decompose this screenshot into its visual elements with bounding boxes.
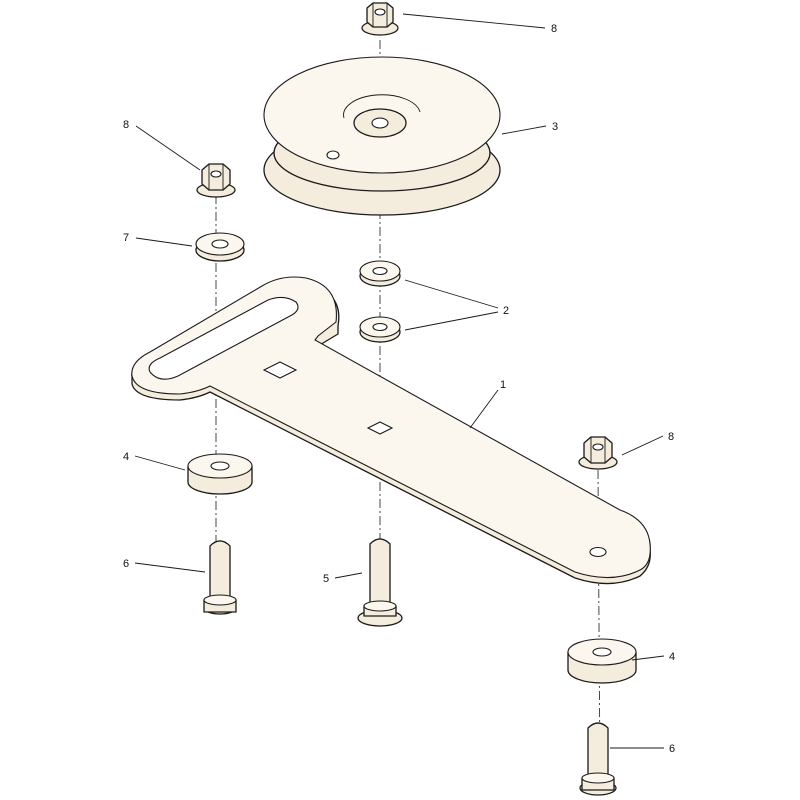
flange-nut-left	[196, 163, 236, 198]
leader-2-upper	[404, 279, 499, 309]
washer-lower	[359, 316, 401, 343]
spacer-right	[567, 638, 637, 684]
bolt-center	[357, 538, 403, 627]
callout-2: 2	[503, 305, 509, 317]
spacer-left	[187, 453, 253, 495]
leader-6-left	[134, 562, 206, 573]
leader-8-top	[402, 13, 546, 29]
pulley	[263, 56, 501, 216]
callout-7: 7	[123, 232, 129, 244]
callout-8-left: 8	[123, 119, 129, 131]
leader-lines	[134, 13, 665, 749]
leader-4-left	[134, 455, 186, 471]
idler-arm-square-hole-upper	[262, 361, 298, 379]
callout-5: 5	[323, 573, 329, 585]
callout-1: 1	[500, 379, 506, 391]
callout-3: 3	[552, 121, 558, 133]
leader-3	[501, 125, 547, 135]
callout-4-right: 4	[669, 651, 675, 663]
washer-left	[195, 232, 245, 262]
leader-1	[469, 389, 499, 429]
washer-upper	[359, 260, 401, 287]
flange-nut-top	[361, 2, 399, 36]
leader-4-right	[631, 655, 665, 661]
bolt-left	[203, 540, 237, 615]
leader-8-right	[621, 435, 664, 456]
idler-arm-square-hole-center	[366, 421, 394, 435]
idler-arm-round-hole	[589, 546, 607, 558]
callout-8-right: 8	[668, 431, 674, 443]
bolt-right	[579, 722, 617, 796]
flange-nut-right	[578, 436, 618, 470]
idler-arm	[131, 276, 651, 585]
callout-4-left: 4	[123, 451, 129, 463]
callout-labels: 8 3 8 7 2 1 8 4 6 5 4 6	[123, 23, 675, 755]
leader-2-lower	[404, 311, 499, 331]
leader-8-left	[135, 125, 201, 171]
idler-arm-slot	[148, 296, 299, 380]
callout-6-left: 6	[123, 558, 129, 570]
callout-8-top: 8	[551, 23, 557, 35]
pulley-grease-hole	[326, 150, 340, 160]
leader-7	[135, 237, 193, 247]
leader-5	[334, 572, 363, 579]
callout-6-right: 6	[669, 743, 675, 755]
